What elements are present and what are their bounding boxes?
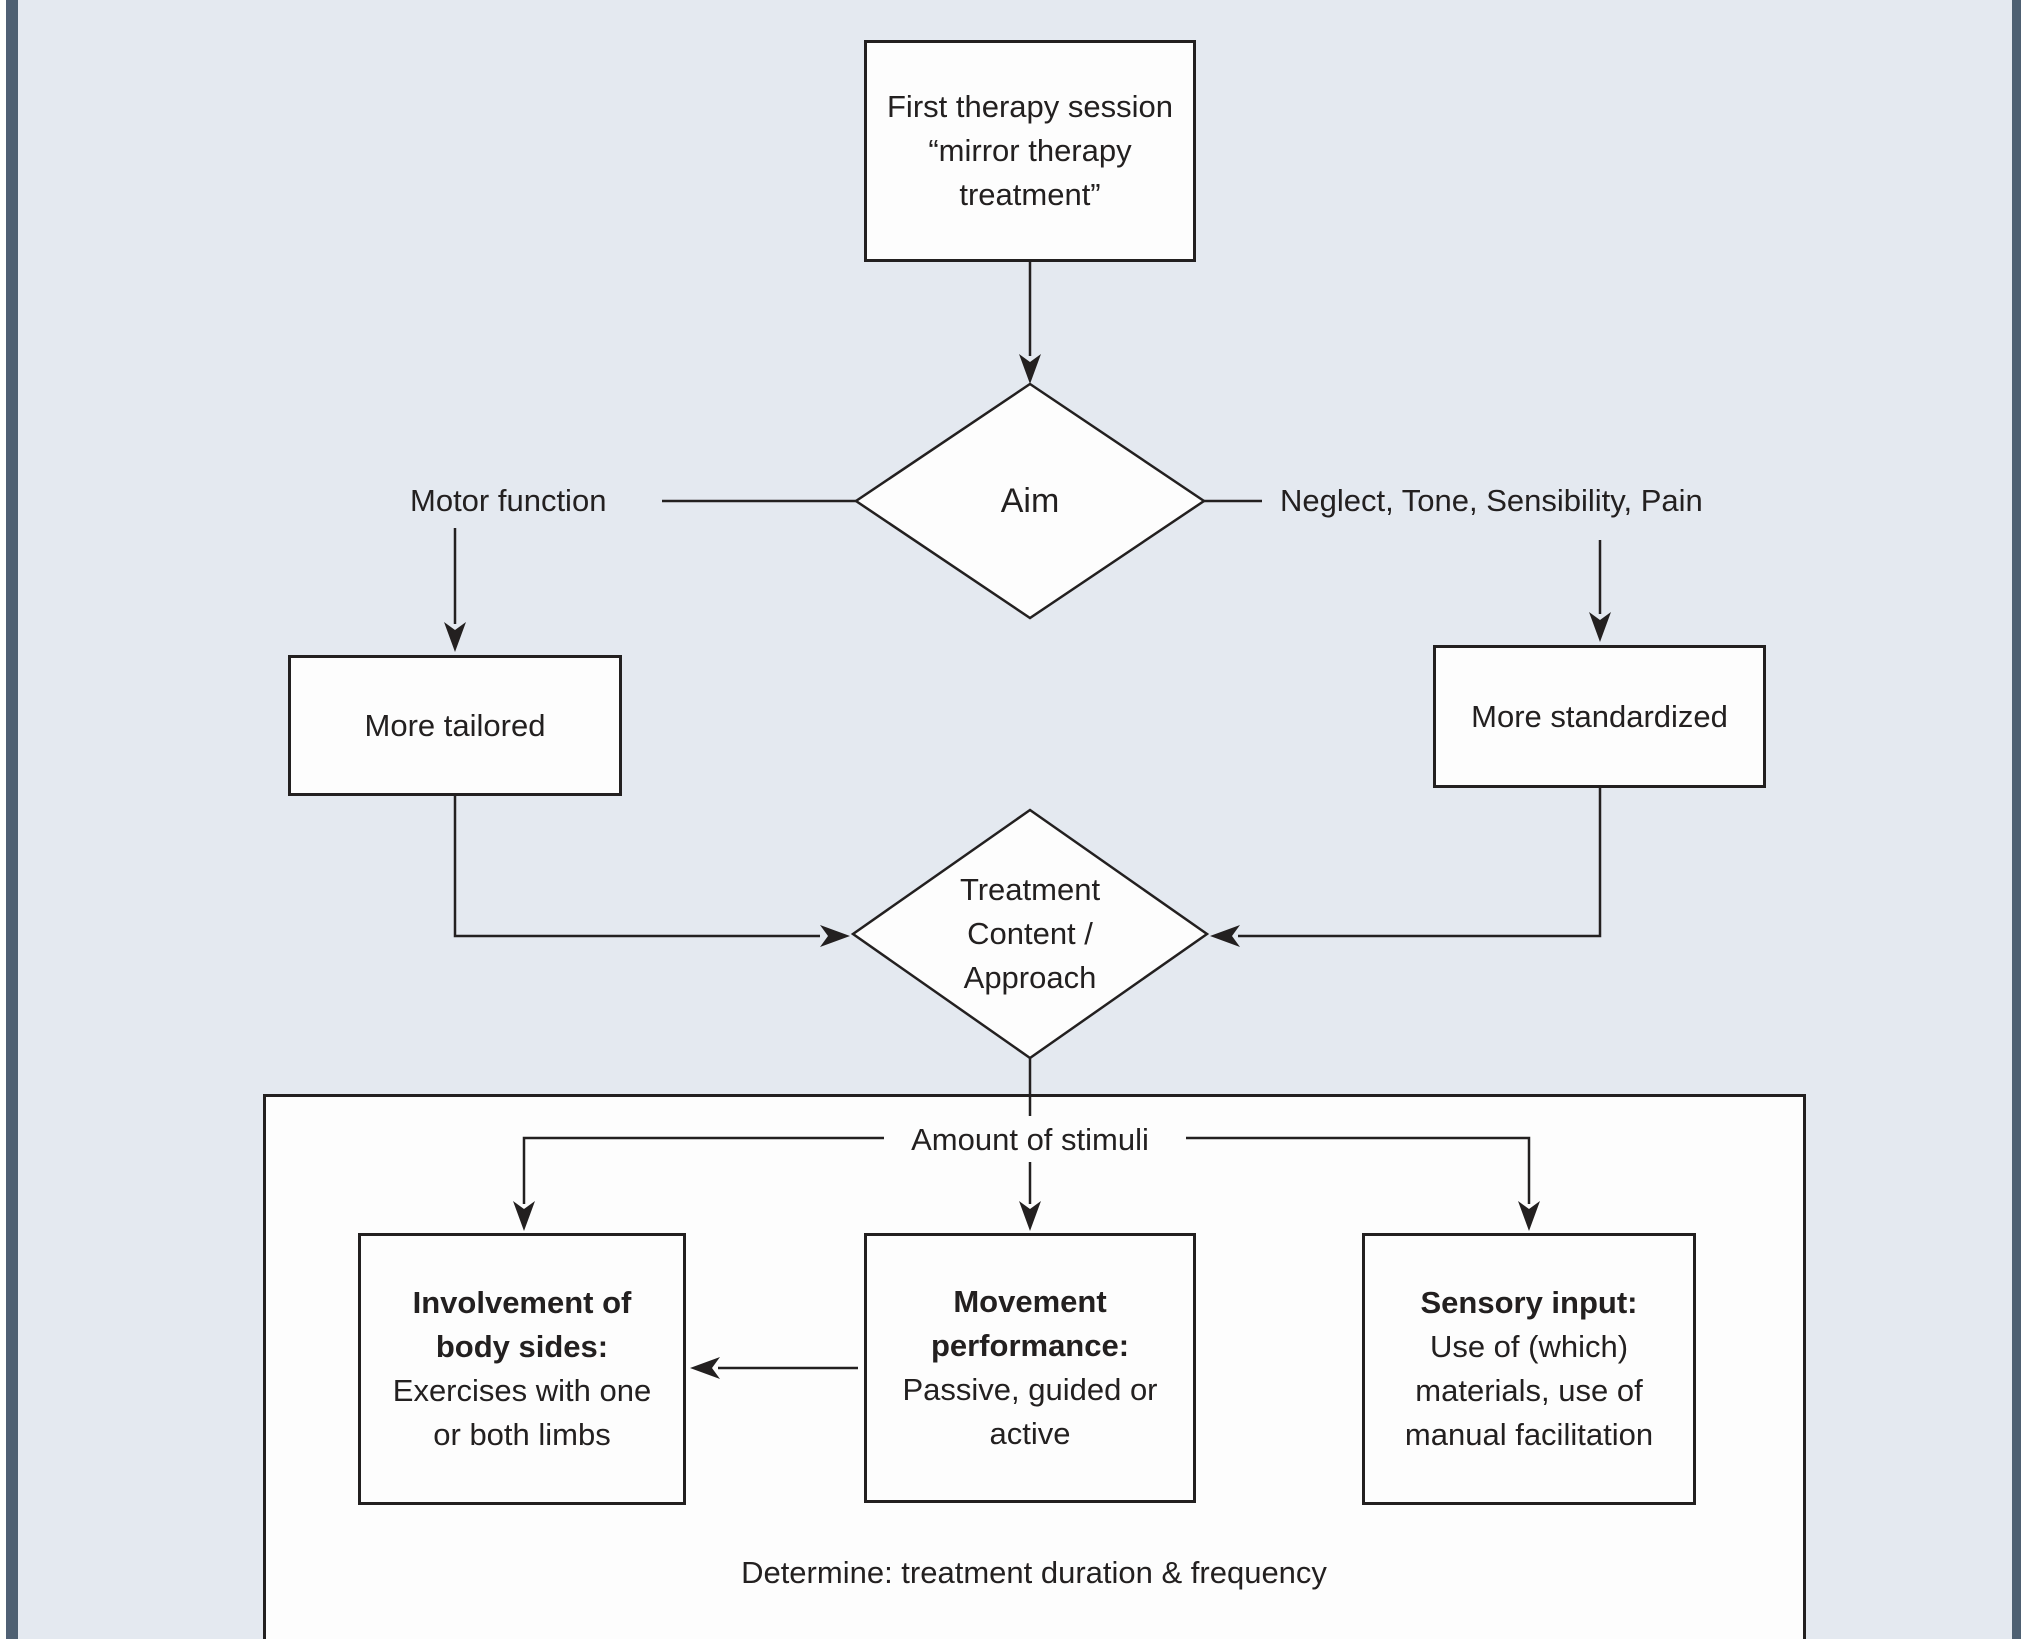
sensory-body-line: Use of (which) bbox=[1429, 1329, 1629, 1364]
arrowhead-amount-to-sensory bbox=[1518, 1201, 1540, 1231]
start-node-line: First therapy session bbox=[887, 89, 1173, 124]
arrowhead-start-to-aim bbox=[1019, 354, 1041, 384]
arrowhead-movement-to-involvement bbox=[690, 1357, 720, 1379]
more-tailored-node: More tailored bbox=[288, 655, 622, 796]
determine-duration-frequency-label: Determine: treatment duration & frequenc… bbox=[741, 1555, 1327, 1590]
movement-node: Movement performance: Passive, guided or… bbox=[864, 1233, 1196, 1503]
motor-function-label: Motor function bbox=[410, 483, 607, 518]
involvement-body-line: or both limbs bbox=[433, 1417, 611, 1452]
left-edge-bar bbox=[6, 0, 18, 1639]
arrowhead-standardized-to-treatment bbox=[1210, 925, 1240, 947]
treatment-diamond-line: Approach bbox=[963, 960, 1097, 995]
more-standardized-node: More standardized bbox=[1433, 645, 1766, 788]
left-white-sliver bbox=[0, 0, 6, 1639]
movement-body-line: active bbox=[989, 1416, 1071, 1451]
arrowhead-neglect-to-standardized bbox=[1589, 612, 1611, 642]
arrow-standardized-to-treatment-line bbox=[1238, 788, 1602, 938]
start-node: First therapy session “mirror therapy tr… bbox=[864, 40, 1196, 262]
involvement-heading-line: Involvement of bbox=[412, 1285, 632, 1320]
movement-heading-line: performance: bbox=[930, 1328, 1130, 1363]
start-node-line: treatment” bbox=[959, 177, 1101, 212]
arrowhead-motor-to-tailored bbox=[444, 622, 466, 652]
sensory-heading-line: Sensory input: bbox=[1420, 1285, 1638, 1320]
neglect-tone-sensibility-pain-label: Neglect, Tone, Sensibility, Pain bbox=[1280, 483, 1703, 518]
movement-heading-line: Movement bbox=[953, 1284, 1107, 1319]
arrow-tailored-to-treatment-line bbox=[453, 796, 820, 938]
involvement-body-line: Exercises with one bbox=[392, 1373, 652, 1408]
aim-diamond-shape bbox=[853, 382, 1207, 620]
arrowhead-amount-to-movement bbox=[1019, 1201, 1041, 1231]
amount-of-stimuli-label: Amount of stimuli bbox=[911, 1122, 1149, 1157]
treatment-diamond-line: Treatment bbox=[959, 872, 1101, 907]
involvement-node: Involvement of body sides: Exercises wit… bbox=[358, 1233, 686, 1505]
arrowhead-tailored-to-treatment bbox=[820, 925, 850, 947]
treatment-diamond-label: Treatment Content / Approach bbox=[960, 868, 1100, 1000]
arrow-amount-to-involvement-line bbox=[522, 1136, 884, 1204]
sensory-node: Sensory input: Use of (which) materials,… bbox=[1362, 1233, 1696, 1505]
aim-diamond-label: Aim bbox=[1000, 482, 1060, 520]
arrowhead-amount-to-involvement bbox=[513, 1201, 535, 1231]
more-standardized-label: More standardized bbox=[1471, 698, 1728, 734]
movement-body-line: Passive, guided or bbox=[902, 1372, 1158, 1407]
sensory-body-line: materials, use of bbox=[1415, 1373, 1643, 1408]
arrow-amount-to-sensory-line bbox=[1186, 1136, 1531, 1204]
sensory-body-line: manual facilitation bbox=[1404, 1417, 1654, 1452]
treatment-diamond-shape bbox=[850, 808, 1210, 1060]
more-tailored-label: More tailored bbox=[364, 707, 546, 743]
right-edge-bar bbox=[2012, 0, 2021, 1639]
treatment-diamond-line: Content / bbox=[967, 916, 1093, 951]
involvement-heading-line: body sides: bbox=[435, 1329, 609, 1364]
start-node-line: “mirror therapy bbox=[928, 133, 1132, 168]
